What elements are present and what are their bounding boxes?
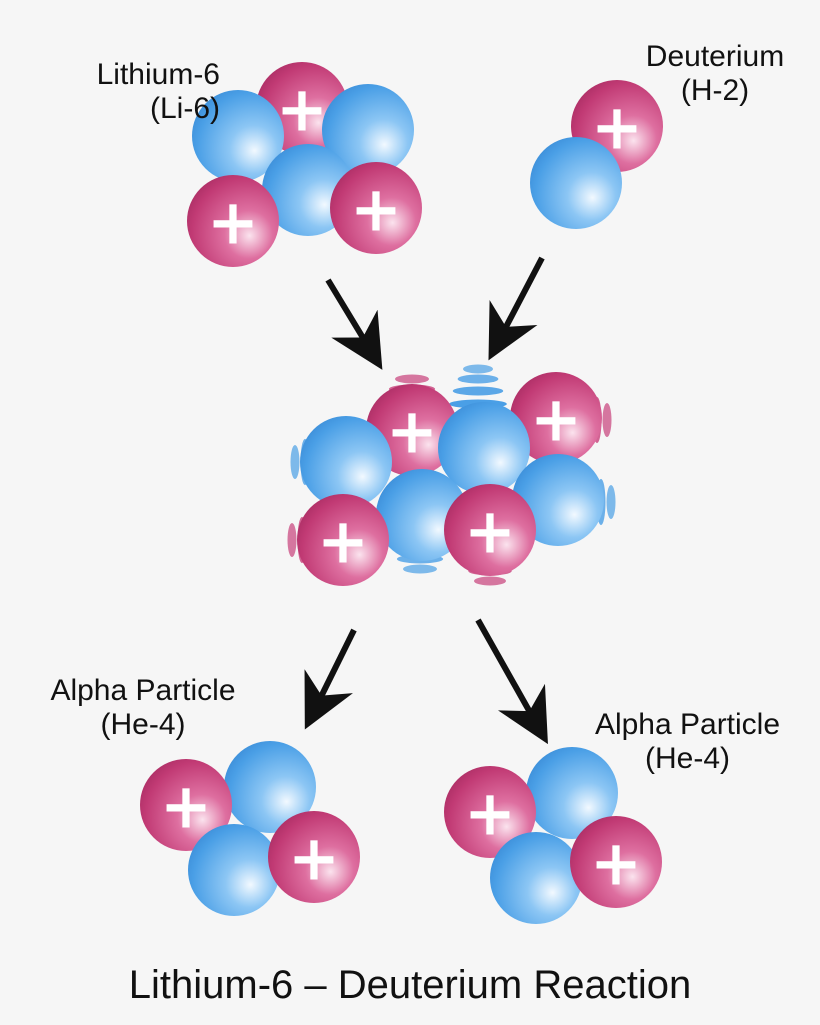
label-alpha-1: Alpha Particle (He-4) [0,674,286,742]
arrow-compound-to-alpha-2 [475,618,548,745]
label-alpha-1-name: Alpha Particle [50,674,236,707]
neutron-sphere [490,832,582,924]
neutron-sphere [526,747,618,839]
label-alpha-1-symbol: (He-4) [100,708,186,741]
vibration-top-center [449,364,507,409]
lithium-6-neutron-1 [192,90,284,182]
vibration-stripe [457,374,499,384]
neutron-sphere [192,90,284,182]
proton-sphere [444,766,536,858]
proton-sphere [570,816,662,908]
alpha-1-neutron-1 [224,741,316,833]
plus-icon: + [386,394,438,467]
proton-sphere [268,811,360,903]
compound-neutron-2 [438,402,530,494]
lithium-6-proton-2: + [187,175,279,267]
compound-proton-4: + [444,484,536,576]
compound-neutron-1 [300,416,392,508]
proton-sphere [187,175,279,267]
neutron-sphere [438,402,530,494]
vibration-stripe [452,386,504,396]
neutron-sphere [224,741,316,833]
arrow-compound-to-alpha-1 [304,628,357,730]
label-alpha-2-name: Alpha Particle [594,708,781,741]
reaction-arrows [304,256,548,745]
proton-sphere [444,484,536,576]
vibration-stripe [463,364,493,374]
alpha-2-proton-1: + [444,766,536,858]
label-lithium-6-symbol: (Li-6) [149,92,220,125]
vibration-stripe [606,485,616,519]
vibration-stripe [474,576,506,586]
proton-sphere [510,372,602,464]
neutron-sphere [530,137,622,229]
neutron-sphere [322,84,414,176]
vibration-stripe [290,445,300,479]
vibration-stripe [395,374,429,384]
plus-icon: + [464,494,516,567]
plus-icon: + [276,72,328,145]
lithium-6-proton-3: + [330,162,422,254]
label-lithium-6-name: Lithium-6 [96,58,220,91]
label-deuterium-symbol: (H-2) [680,74,750,107]
lithium-6-neutron-2 [322,84,414,176]
label-deuterium: Deuterium (H-2) [610,40,820,108]
label-alpha-2: Alpha Particle (He-4) [555,708,820,776]
neutron-sphere [300,416,392,508]
proton-sphere [330,162,422,254]
neutron-sphere [188,824,280,916]
label-alpha-2-symbol: (He-4) [644,742,730,775]
label-deuterium-name: Deuterium [645,40,785,73]
plus-icon: + [350,172,402,245]
arrow-lithium-to-compound [325,278,383,370]
diagram-caption: Lithium-6 – Deuterium Reaction [128,963,692,1007]
plus-icon: + [317,504,369,577]
alpha-2-proton-2: + [570,816,662,908]
arrow-deuterium-to-compound [488,256,545,361]
plus-icon: + [160,769,212,842]
vibration-stripe [403,564,437,574]
plus-icon: + [207,185,259,258]
compound-proton-3: + [297,494,389,586]
particles: ++++++++++++ [140,62,663,924]
plus-icon: + [464,776,516,849]
plus-icon: + [590,826,642,899]
label-lithium-6: Lithium-6 (Li-6) [20,58,220,126]
proton-sphere [140,759,232,851]
alpha-1-proton-2: + [268,811,360,903]
plus-icon: + [530,382,582,455]
plus-icon: + [288,821,340,894]
alpha-1-proton-1: + [140,759,232,851]
deuterium-neutron [530,137,622,229]
compound-proton-2: + [510,372,602,464]
alpha-2-neutron-1 [526,747,618,839]
vibration-stripe [287,523,297,557]
vibration-stripe [602,403,612,437]
proton-sphere [297,494,389,586]
alpha-1-neutron-2 [188,824,280,916]
alpha-2-neutron-2 [490,832,582,924]
